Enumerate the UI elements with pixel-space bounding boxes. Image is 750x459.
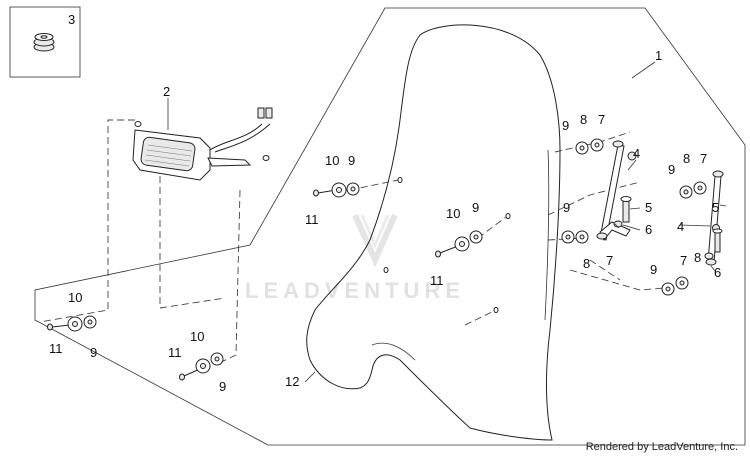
callout-labels: 3 2 1 9 8 7 4 5 6 7 8 9 9 8 7 5 4 8 7 6 …: [49, 12, 721, 394]
callout-9: 9: [219, 379, 226, 394]
callout-11: 11: [305, 212, 319, 227]
screw-set-d: [179, 352, 224, 381]
mount-line: [214, 189, 241, 366]
mount-line: [477, 216, 507, 239]
mount-line: [547, 237, 586, 241]
mount-line: [589, 259, 621, 281]
windshield: [306, 24, 561, 441]
callout-4: 4: [677, 219, 684, 234]
callout-9: 9: [90, 345, 97, 360]
callout-1: 1: [655, 48, 662, 63]
callout-9: 9: [563, 200, 570, 215]
mount-line: [159, 165, 226, 309]
screw-set-b: [435, 230, 483, 258]
callout-10: 10: [325, 153, 339, 168]
mount-line: [547, 181, 641, 216]
part-3-box: [9, 6, 81, 78]
callout-8: 8: [580, 112, 587, 127]
callout-7: 7: [680, 253, 687, 268]
callout-8: 8: [583, 256, 590, 271]
windshield-edge: [371, 342, 416, 361]
callout-6: 6: [645, 222, 652, 237]
mount-line: [39, 119, 135, 323]
mount-line: [349, 179, 399, 191]
render-credit: Rendered by LeadVenture, Inc.: [585, 441, 738, 453]
callout-9: 9: [562, 118, 569, 133]
lamp-part-2: [132, 107, 273, 181]
callout-5: 5: [712, 200, 719, 215]
callout-10: 10: [446, 206, 460, 221]
bolt-part-5: [613, 196, 723, 260]
callout-9: 9: [472, 200, 479, 215]
callout-4: 4: [633, 146, 640, 161]
assembly-outline: [34, 7, 746, 446]
callout-2: 2: [163, 84, 170, 99]
callout-9: 9: [650, 262, 657, 277]
callout-9: 9: [348, 153, 355, 168]
windshield-edge: [544, 149, 550, 321]
callout-11: 11: [49, 341, 63, 356]
callout-7: 7: [700, 151, 707, 166]
screw-set-c: [47, 315, 97, 332]
stay-left-part-4: [596, 140, 637, 241]
callout-11: 11: [168, 345, 182, 360]
callout-6: 6: [714, 265, 721, 280]
watermark-logo: LEADVENTURE: [245, 213, 465, 303]
callout-10: 10: [68, 290, 82, 305]
mount-line: [569, 269, 666, 291]
leader-lines: [167, 61, 727, 383]
callout-3: 3: [68, 12, 75, 27]
callout-10: 10: [190, 329, 204, 344]
callout-7: 7: [606, 253, 613, 268]
callout-5: 5: [645, 200, 652, 215]
callout-11: 11: [430, 273, 444, 288]
watermark-text: LEADVENTURE: [245, 278, 465, 303]
callout-8: 8: [694, 250, 701, 265]
callout-7: 7: [598, 112, 605, 127]
windshield-holes: [383, 177, 511, 313]
callout-9: 9: [668, 162, 675, 177]
callout-8: 8: [683, 151, 690, 166]
screw-set-a: [313, 182, 360, 198]
callout-12: 12: [285, 374, 299, 389]
mount-line: [464, 310, 495, 326]
grommet-part-3: [33, 33, 55, 52]
washers-right: [561, 138, 707, 296]
